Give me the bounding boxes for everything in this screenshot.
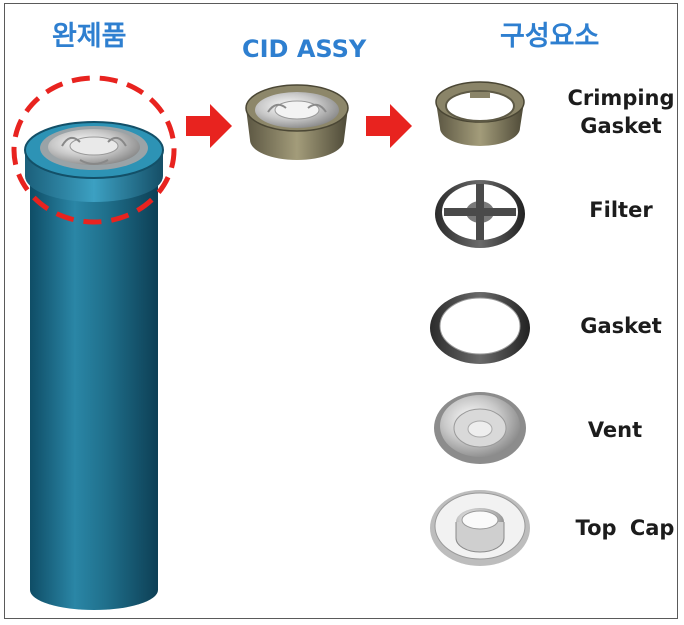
components-title: 구성요소 bbox=[500, 21, 600, 52]
finished-product-title: 완제품 bbox=[52, 21, 127, 52]
filter-label: Filter bbox=[589, 198, 653, 222]
vent-label: Vent bbox=[587, 418, 643, 442]
filter-part bbox=[435, 180, 525, 248]
cylindrical-cell bbox=[24, 121, 164, 610]
vent-part bbox=[434, 392, 526, 464]
arrow-icon bbox=[186, 104, 232, 148]
crimping-gasket-label: Crimping Gasket bbox=[567, 86, 675, 138]
gasket-part bbox=[430, 292, 530, 364]
cid-assy-part bbox=[245, 84, 349, 160]
diagram-frame bbox=[4, 3, 678, 619]
highlight-dashed-circle bbox=[11, 75, 177, 225]
top-cap-part bbox=[430, 490, 530, 566]
cid-assy-title: CID ASSY bbox=[242, 35, 367, 63]
gasket-label: Gasket bbox=[580, 314, 662, 338]
crimping-gasket-part bbox=[435, 81, 525, 146]
top-cap-label: Top Cap bbox=[575, 516, 675, 540]
arrow-icon bbox=[366, 104, 412, 148]
